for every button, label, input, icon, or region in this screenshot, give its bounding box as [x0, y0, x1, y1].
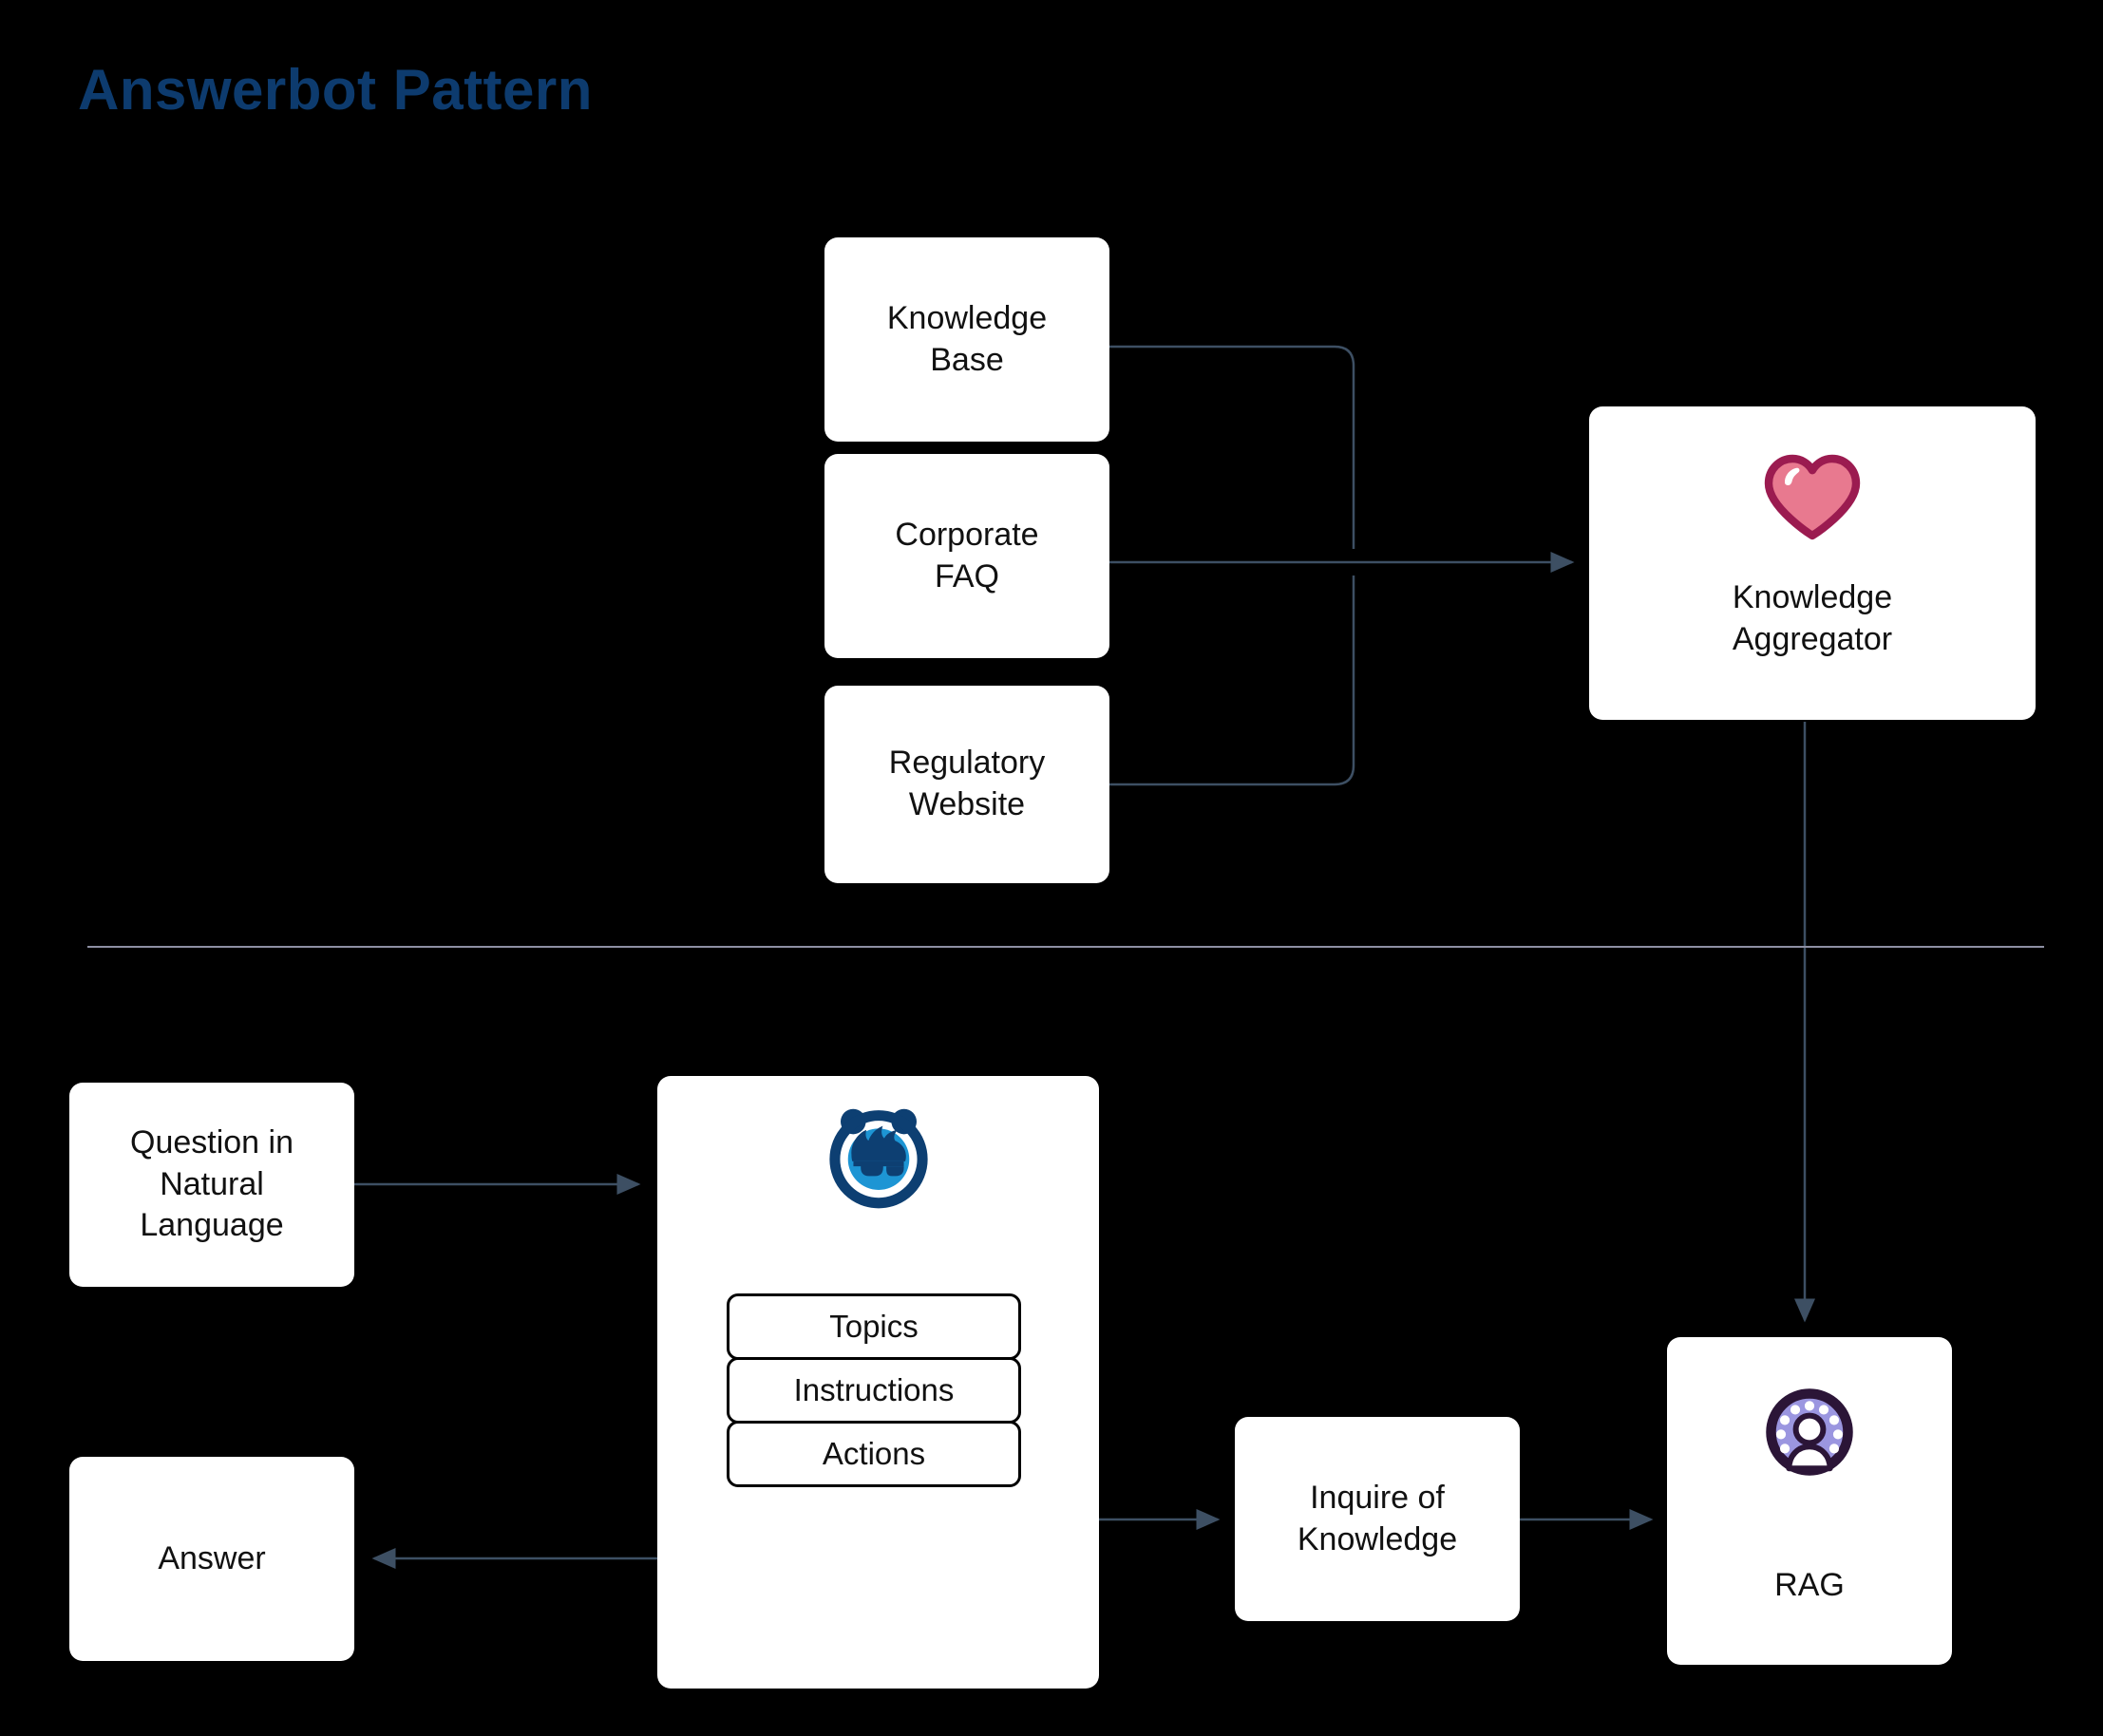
subbox-topics[interactable]: Topics [727, 1293, 1021, 1360]
subbox-instructions-label: Instructions [793, 1372, 955, 1407]
node-corporate-faq-label: Corporate FAQ [895, 516, 1039, 594]
edge-regulatory-website-to-aggregator [1109, 576, 1355, 786]
node-inquire-label: Inquire of Knowledge [1297, 1479, 1458, 1557]
heart-icon-wrap [1761, 450, 1864, 541]
node-answer-label: Answer [158, 1539, 266, 1576]
rag-user-icon-wrap [1764, 1387, 1855, 1478]
answerbot-subbox-stack: Topics Instructions Actions [727, 1293, 1021, 1487]
node-corporate-faq[interactable]: Corporate FAQ [824, 454, 1109, 658]
heart-icon [1764, 454, 1861, 540]
subbox-instructions[interactable]: Instructions [727, 1357, 1021, 1424]
rag-user-icon [1766, 1388, 1853, 1476]
page-title: Answerbot Pattern [78, 58, 593, 122]
subbox-topics-label: Topics [829, 1309, 919, 1344]
edge-knowledge-base-to-aggregator [1109, 345, 1355, 549]
node-question-label: Question in Natural Language [130, 1124, 294, 1244]
subbox-actions-label: Actions [822, 1436, 926, 1471]
node-answer[interactable]: Answer [69, 1457, 354, 1661]
node-inquire-of-knowledge[interactable]: Inquire of Knowledge [1235, 1417, 1520, 1621]
answerbot-avatar-icon [828, 1108, 928, 1209]
section-divider [87, 946, 2044, 948]
node-regulatory-website-label: Regulatory Website [888, 745, 1046, 822]
node-knowledge-aggregator[interactable]: Knowledge Aggregator [1589, 406, 2036, 720]
node-knowledge-aggregator-label: Knowledge Aggregator [1732, 579, 1893, 657]
subbox-actions[interactable]: Actions [727, 1421, 1021, 1487]
node-regulatory-website[interactable]: Regulatory Website [824, 686, 1109, 883]
node-knowledge-base-label: Knowledge Base [886, 299, 1048, 378]
node-knowledge-base[interactable]: Knowledge Base [824, 237, 1109, 442]
answerbot-avatar-icon-wrap [823, 1103, 935, 1209]
node-answerbot[interactable]: Topics Instructions Actions [657, 1076, 1099, 1689]
node-rag-label: RAG [1774, 1567, 1845, 1603]
node-rag[interactable]: RAG [1667, 1337, 1952, 1665]
node-question-in-natural-language[interactable]: Question in Natural Language [69, 1083, 354, 1287]
